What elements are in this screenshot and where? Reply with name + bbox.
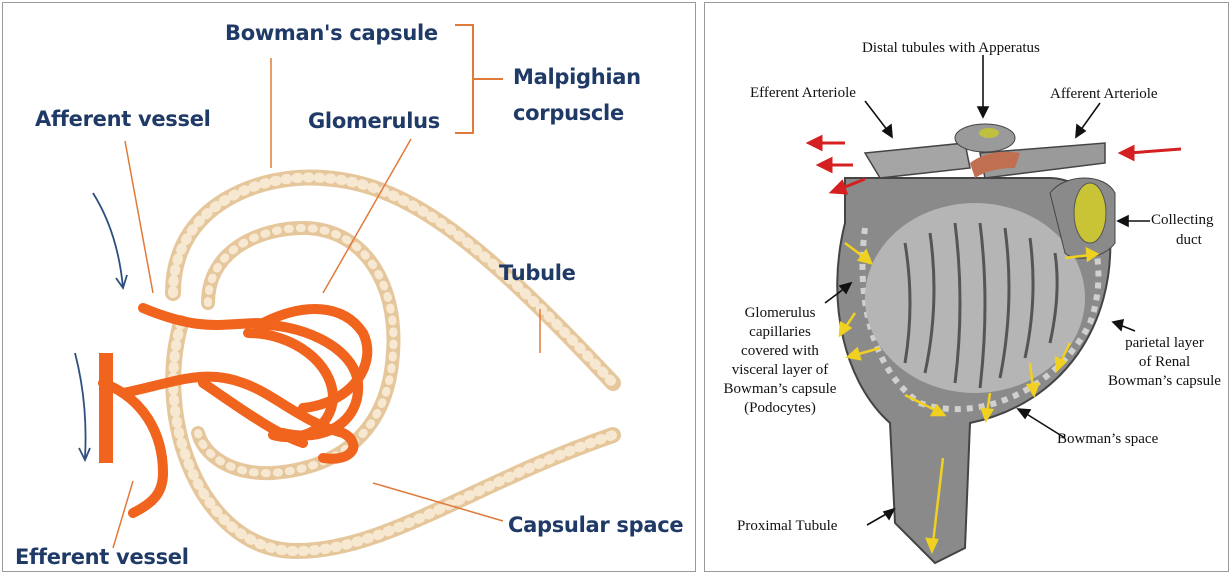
left-diagram-panel: Bowman's capsule Malpighian corpuscle Af… <box>2 2 696 572</box>
label-bowmans-space: Bowman’s space <box>1057 430 1158 449</box>
label-efferent-vessel: Efferent vessel <box>15 545 189 569</box>
label-proximal-tubule: Proximal Tubule <box>737 517 837 536</box>
label-glomerulus: Glomerulus <box>308 109 440 133</box>
label-tubule: Tubule <box>499 261 576 285</box>
collecting-duct-core <box>1074 183 1106 243</box>
label-duct: duct <box>1176 231 1202 250</box>
label-capsular-space: Capsular space <box>508 513 683 537</box>
label-glomerulus-capillaries: Glomerulus capillaries covered with visc… <box>705 304 855 418</box>
glomerulus-mass <box>865 203 1085 393</box>
corpuscle-bracket <box>455 25 503 133</box>
label-distal-tubules: Distal tubules with Apperatus <box>862 39 1040 58</box>
distal-tubule <box>955 124 1015 152</box>
label-collecting: Collecting <box>1151 211 1214 230</box>
label-efferent-arteriole: Efferent Arteriole <box>750 84 856 103</box>
label-malpighian: Malpighian <box>513 65 641 89</box>
label-afferent-arteriole: Afferent Arteriole <box>1050 85 1158 104</box>
label-bowmans-capsule: Bowman's capsule <box>225 21 438 45</box>
label-corpuscle: corpuscle <box>513 101 624 125</box>
efferent-arteriole <box>865 143 970 178</box>
label-afferent-vessel: Afferent vessel <box>35 107 211 131</box>
efferent-vessel-stem <box>99 353 113 463</box>
right-diagram-panel: Distal tubules with Apperatus Efferent A… <box>704 2 1229 572</box>
label-parietal-layer: parietal layer of Renal Bowman’s capsule <box>1097 334 1229 391</box>
glomerulus-capillaries <box>103 308 367 513</box>
